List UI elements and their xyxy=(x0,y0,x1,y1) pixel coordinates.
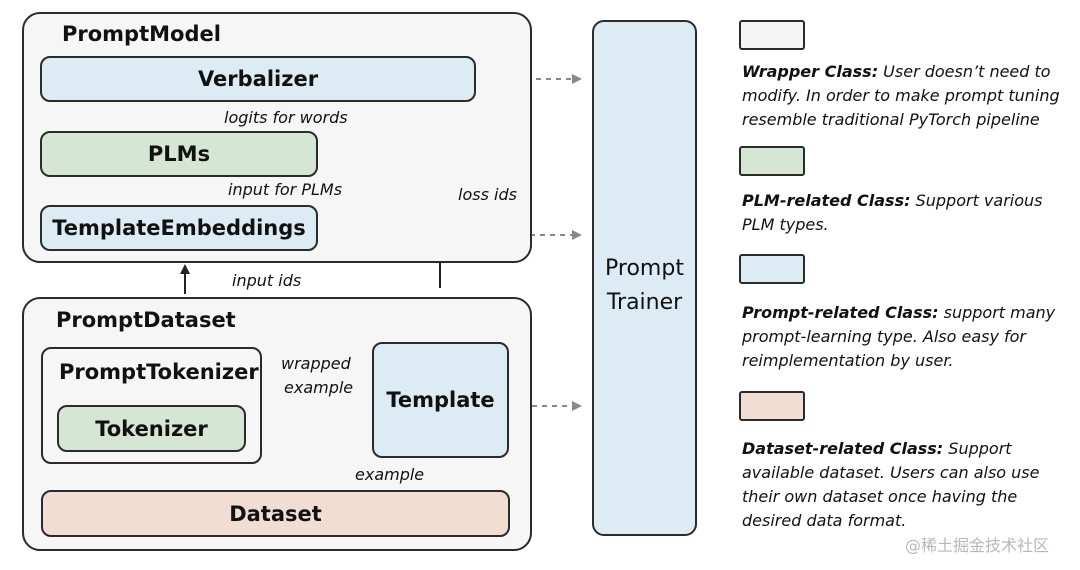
legend-dataset-text: Dataset-related Class: Support available… xyxy=(742,437,1077,533)
prompt-tokenizer-title: PromptTokenizer xyxy=(59,360,259,384)
template-box: Template xyxy=(372,342,509,458)
legend-swatch-prompt xyxy=(739,254,805,284)
plms-box: PLMs xyxy=(40,131,318,177)
legend-plm-text: PLM-related Class: Support various PLM t… xyxy=(742,189,1077,237)
legend-plm-title: PLM-related Class: xyxy=(742,191,911,210)
legend-swatch-plm xyxy=(739,146,805,176)
label-loss-ids: loss ids xyxy=(458,185,517,204)
label-logits-for-words: logits for words xyxy=(224,108,348,127)
legend-plm-desc: Support various PLM types. xyxy=(742,191,1043,234)
legend-swatch-wrapper xyxy=(739,20,805,50)
legend-prompt-desc: support many prompt-learning type. Also … xyxy=(742,303,1056,370)
label-input-ids: input ids xyxy=(232,271,302,290)
legend-prompt-text: Prompt-related Class: support many promp… xyxy=(742,301,1077,373)
watermark: @稀土掘金技术社区 xyxy=(905,536,1050,555)
prompt-trainer-box xyxy=(592,20,697,536)
template-embeddings-box: TemplateEmbeddings xyxy=(40,205,318,251)
dataset-box: Dataset xyxy=(41,490,510,537)
label-example: example xyxy=(355,465,425,484)
label-wrapped-example: example xyxy=(284,378,354,397)
verbalizer-box: Verbalizer xyxy=(40,56,476,102)
trainer-line-2: Trainer xyxy=(606,290,683,315)
label-input-for-plms: input for PLMs xyxy=(228,180,343,199)
legend-prompt-title: Prompt-related Class: xyxy=(742,303,939,322)
legend-wrapper-desc: User doesn’t need to modify. In order to… xyxy=(742,62,1060,129)
label-wrapped: wrapped xyxy=(281,354,351,373)
prompt-model-title: PromptModel xyxy=(62,22,221,46)
legend-wrapper-text: Wrapper Class: User doesn’t need to modi… xyxy=(742,60,1077,132)
tokenizer-box: Tokenizer xyxy=(57,405,246,452)
legend-dataset-desc: Support available dataset. Users can als… xyxy=(742,439,1040,530)
legend-swatch-dataset xyxy=(739,391,805,421)
prompt-trainer-label: Prompt Trainer xyxy=(592,252,697,320)
prompt-dataset-title: PromptDataset xyxy=(56,308,236,332)
trainer-line-1: Prompt xyxy=(605,256,684,281)
legend-wrapper-title: Wrapper Class: xyxy=(742,62,879,81)
legend-dataset-title: Dataset-related Class: xyxy=(742,439,944,458)
